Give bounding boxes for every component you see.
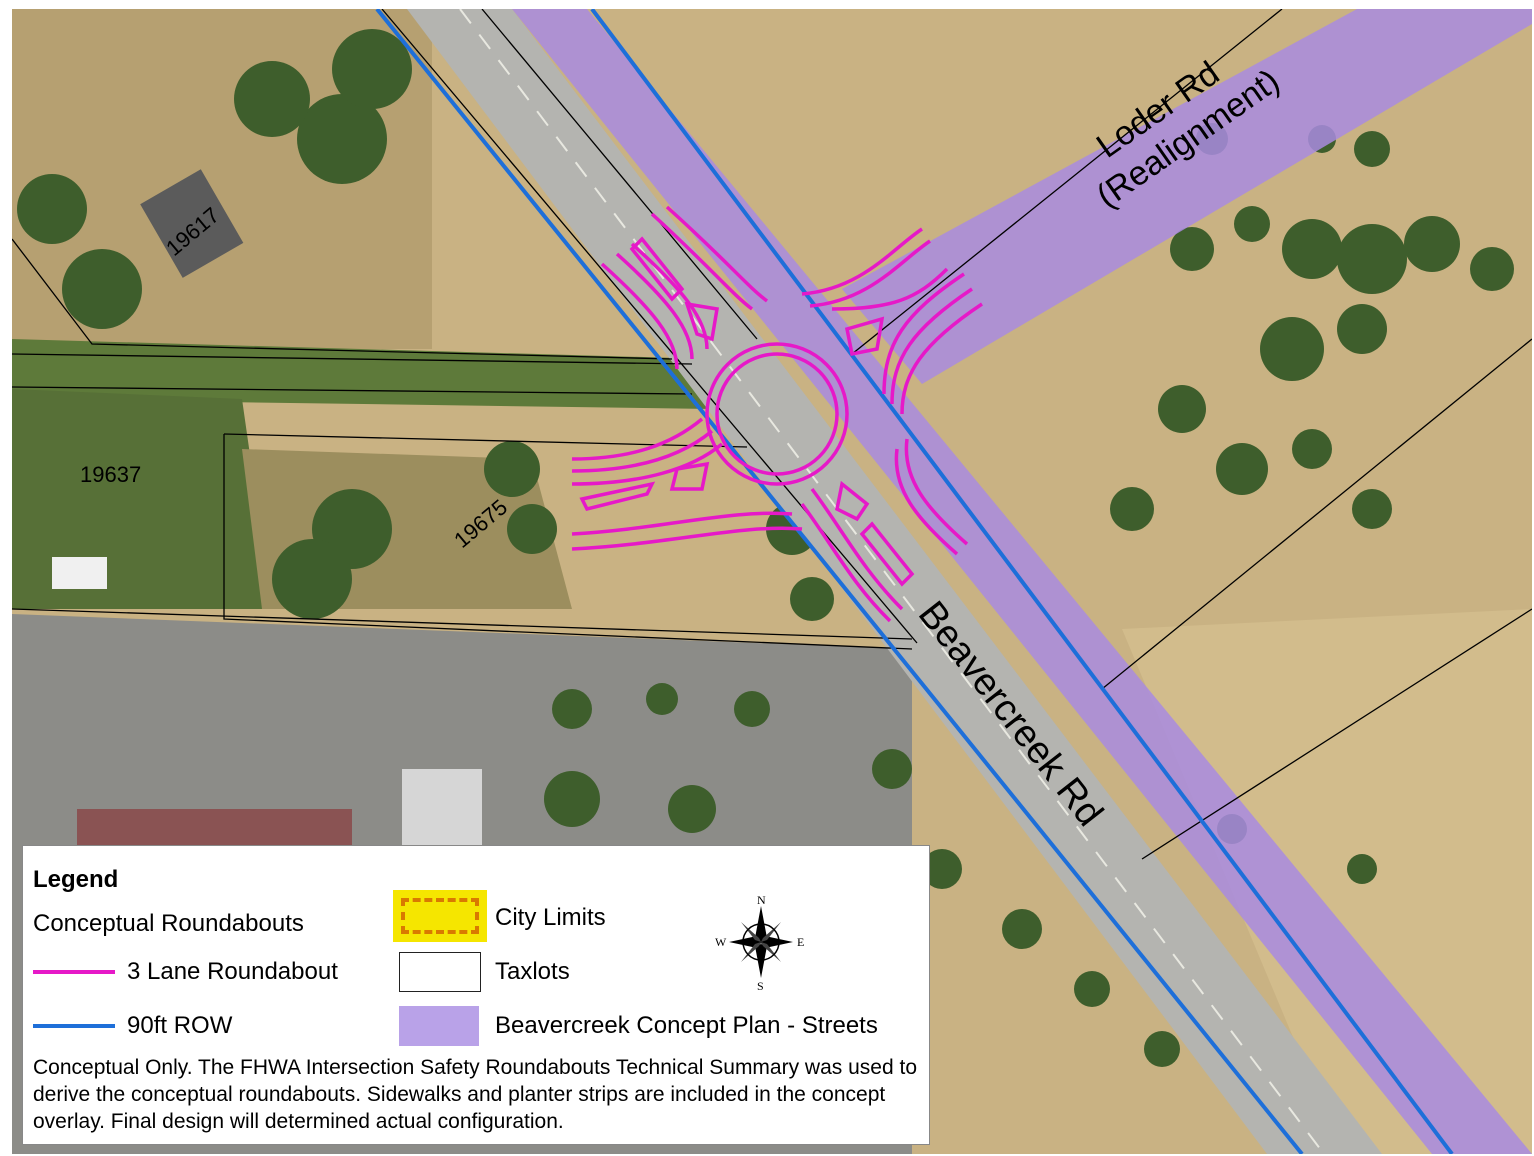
taxlot-lines (12, 9, 1532, 860)
taxlot-label-19637: 19637 (80, 462, 141, 487)
legend-title: Legend (33, 866, 119, 893)
compass-s: S (757, 979, 764, 990)
beavercreek-pavement (407, 9, 1382, 1154)
legend-concept-streets-label: Beavercreek Concept Plan - Streets (495, 1012, 878, 1039)
compass-rose-icon: N S W E (715, 894, 804, 990)
roundabout-3-lane (571, 205, 983, 623)
trees (17, 29, 1514, 1067)
legend-roundabout-label: 3 Lane Roundabout (127, 958, 338, 985)
legend-disclaimer-note: Conceptual Only. The FHWA Intersection S… (33, 1056, 917, 1133)
compass-w: W (715, 935, 727, 949)
row-lines (375, 9, 1454, 1154)
house-19617 (140, 169, 244, 278)
concept-street-loder (842, 9, 1532, 384)
row-swatch (33, 1024, 115, 1028)
wooded-area-west (12, 389, 272, 609)
centerline (459, 9, 1325, 1154)
legend-row-label: 90ft ROW (127, 1012, 233, 1039)
building-shed (52, 557, 107, 589)
field-southeast (1122, 609, 1532, 1154)
compass-n: N (757, 894, 766, 907)
legend-taxlots-label: Taxlots (495, 958, 570, 985)
taxlots-swatch (399, 952, 481, 992)
legend-city-limits-label: City Limits (495, 904, 606, 931)
legend-group-label: Conceptual Roundabouts (33, 910, 304, 937)
legend-panel: Legend Conceptual Roundabouts 3 Lane Rou… (22, 845, 930, 1145)
building-roof (402, 769, 482, 859)
city-limits-swatch (393, 890, 487, 942)
concept-streets-swatch (399, 1006, 479, 1046)
compass-e: E (797, 935, 804, 949)
roundabout-swatch (33, 970, 115, 974)
